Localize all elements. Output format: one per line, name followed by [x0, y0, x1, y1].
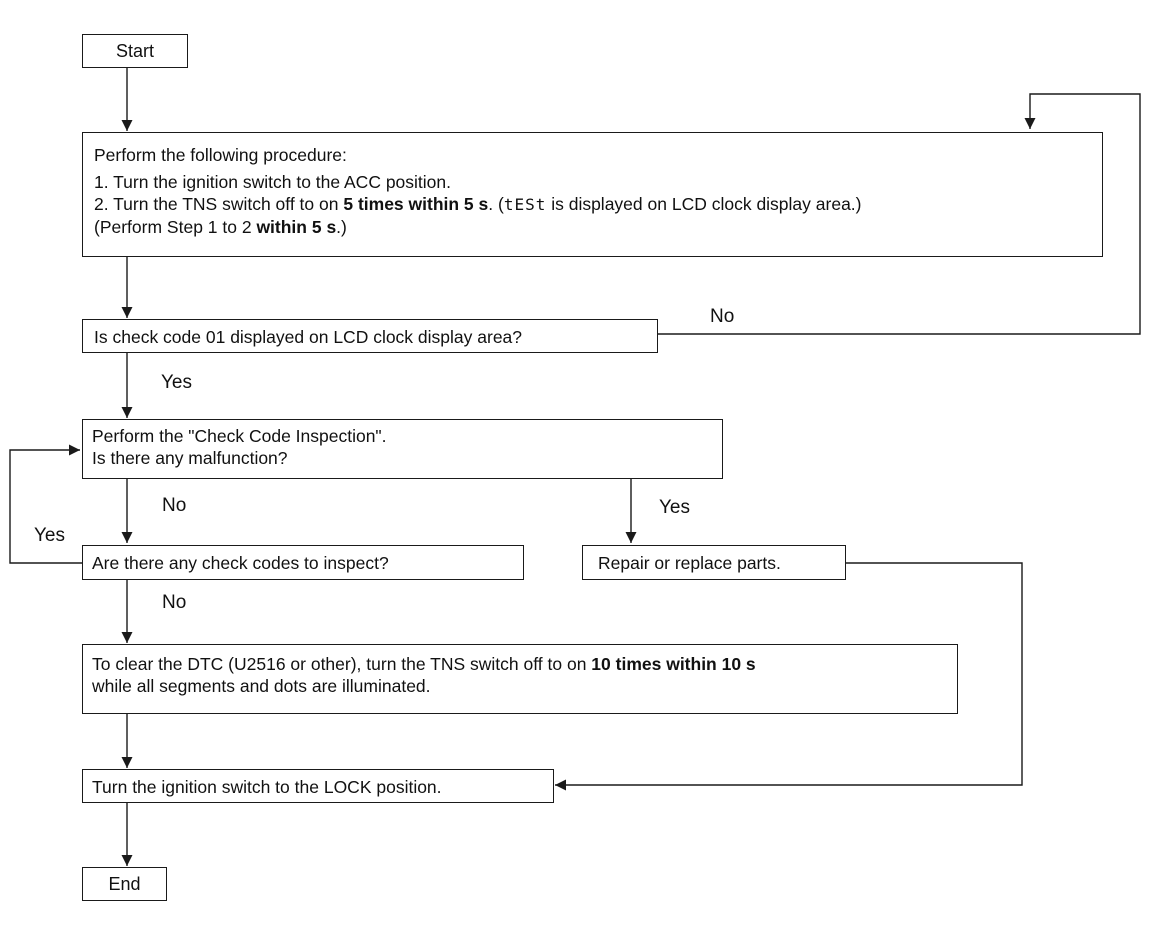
clear-dtc-node: To clear the DTC (U2516 or other), turn … [82, 644, 958, 714]
edge-label-check-yes: Yes [161, 372, 192, 393]
repair-node: Repair or replace parts. [582, 545, 846, 580]
clear-dtc-emphasis: 10 times within 10 s [591, 654, 756, 674]
procedure-step-2: 2. Turn the TNS switch off to on 5 times… [94, 194, 862, 214]
repair-label: Repair or replace parts. [598, 553, 781, 573]
edge-label-inspection-no: No [162, 495, 187, 516]
procedure-step-3-emphasis: within 5 s [256, 217, 337, 237]
procedure-step-1: 1. Turn the ignition switch to the ACC p… [94, 172, 451, 192]
edge-more-yes-loop [9, 444, 82, 564]
clear-dtc-line-2: while all segments and dots are illumina… [92, 676, 431, 696]
inspection-line-1: Perform the "Check Code Inspection". [92, 426, 387, 446]
end-node: End [82, 867, 167, 901]
procedure-step-2-emphasis: 5 times within 5 s [343, 194, 489, 214]
lcd-test-readout: tESt [503, 195, 547, 214]
clear-dtc-line-1: To clear the DTC (U2516 or other), turn … [92, 654, 756, 674]
edge-repair-lock [555, 562, 1023, 791]
procedure-node: Perform the following procedure: 1. Turn… [82, 132, 1103, 257]
check-code-label: Is check code 01 displayed on LCD clock … [94, 327, 523, 347]
edge-label-more-no: No [162, 592, 187, 613]
start-label: Start [115, 41, 154, 61]
procedure-step-3: (Perform Step 1 to 2 within 5 s.) [94, 217, 347, 237]
procedure-heading: Perform the following procedure: [94, 145, 347, 165]
lock-label: Turn the ignition switch to the LOCK pos… [92, 777, 442, 797]
check-code-node: Is check code 01 displayed on LCD clock … [82, 319, 658, 353]
end-label: End [108, 874, 141, 894]
edge-label-more-yes: Yes [34, 525, 65, 546]
lock-node: Turn the ignition switch to the LOCK pos… [82, 769, 554, 803]
start-node: Start [82, 34, 188, 68]
edge-label-inspection-yes: Yes [659, 497, 690, 518]
more-codes-label: Are there any check codes to inspect? [92, 553, 389, 573]
edge-check-no-loop [657, 93, 1141, 335]
inspection-line-2: Is there any malfunction? [92, 448, 288, 468]
inspection-node: Perform the "Check Code Inspection". Is … [82, 419, 723, 479]
edge-label-check-no: No [710, 306, 735, 327]
more-codes-node: Are there any check codes to inspect? [82, 545, 524, 580]
